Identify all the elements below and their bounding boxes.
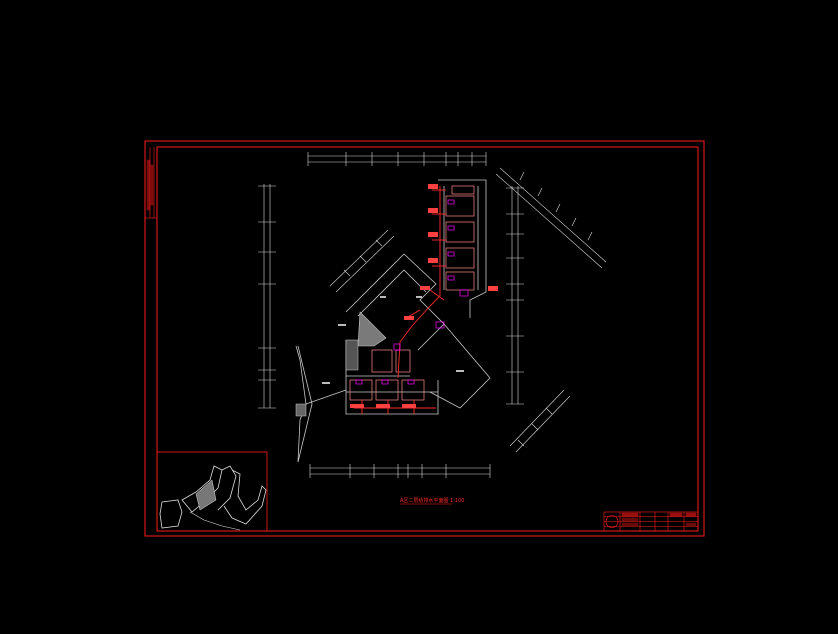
building-walls: [295, 179, 491, 463]
magenta-fixtures: [355, 199, 469, 385]
right-dimension-chain: [506, 186, 524, 405]
red-room-tags: [350, 184, 498, 408]
sheet-outer-border: [144, 140, 705, 537]
title-block: [603, 511, 699, 532]
sheet-inner-border: [156, 146, 699, 532]
top-dimension-chain: [307, 152, 487, 166]
rooms-lower-wing: [349, 349, 425, 401]
bottom-dimension-chain: [309, 464, 491, 478]
left-dimension-chain: [258, 184, 276, 409]
rooms-vertical-wing: [445, 185, 475, 291]
atrium-hatch: [357, 311, 387, 347]
diagonal-dimension-upper-left: [329, 229, 395, 293]
drawing-title: A区二层给排水平面图 1:100: [400, 497, 464, 504]
plan-annotations: [322, 296, 464, 384]
stair-block: [345, 339, 359, 371]
key-plan: [156, 451, 268, 532]
canopy-element: [295, 403, 307, 417]
binding-strip: [145, 147, 157, 219]
diagonal-dimension-lower-right: [509, 389, 571, 453]
diagonal-dimension-upper-right: [495, 167, 607, 269]
